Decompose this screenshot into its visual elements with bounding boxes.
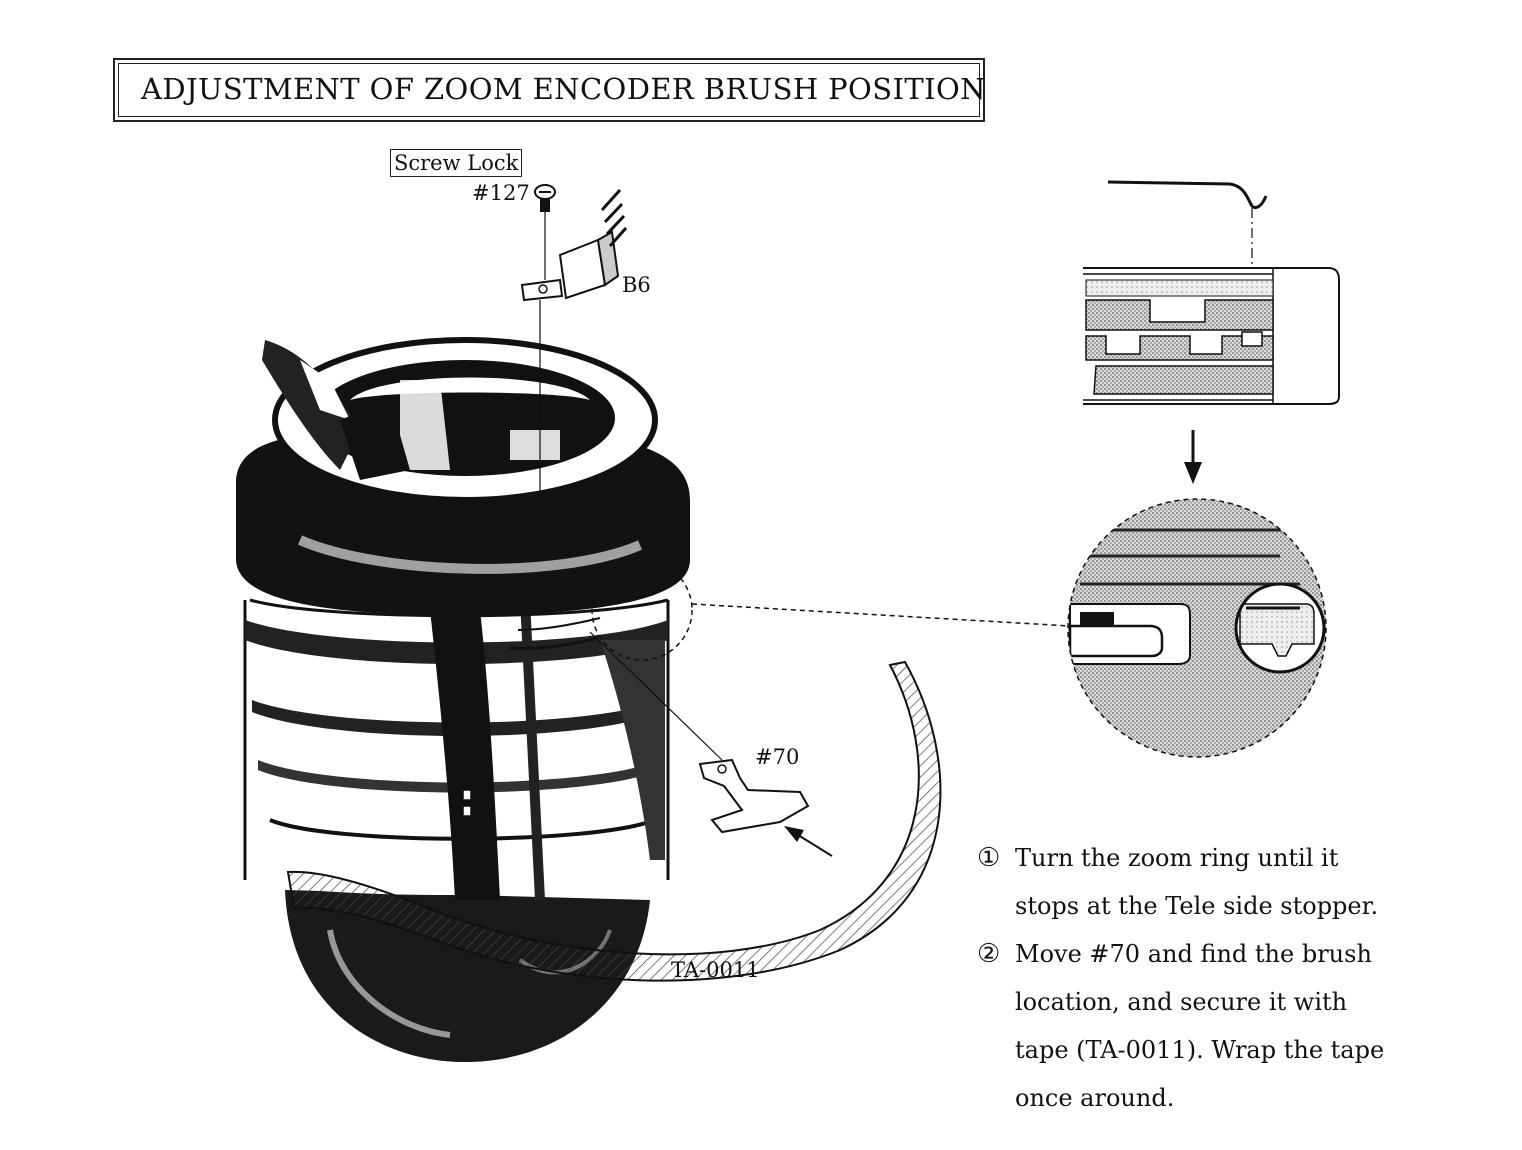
step-1-line-1: Turn the zoom ring until it bbox=[1015, 844, 1339, 872]
title-frame: ADJUSTMENT OF ZOOM ENCODER BRUSH POSITIO… bbox=[113, 58, 986, 122]
instructions: ① Turn the zoom ring until it stops at th… bbox=[977, 834, 1384, 1122]
part-b6-label: B6 bbox=[622, 273, 651, 297]
screw-127 bbox=[534, 184, 556, 280]
part-70-label: #70 bbox=[755, 745, 800, 769]
tape-ta-0011 bbox=[286, 660, 942, 982]
instruction-step-1: ① Turn the zoom ring until it stops at th… bbox=[977, 834, 1384, 930]
step-1-line-2: stops at the Tele side stopper. bbox=[1015, 892, 1379, 920]
instruction-step-2: ② Move #70 and find the brush location, a… bbox=[977, 930, 1384, 1122]
screw-lock-label: Screw Lock bbox=[390, 149, 523, 177]
part-70 bbox=[589, 631, 833, 857]
page-title: ADJUSTMENT OF ZOOM ENCODER BRUSH POSITIO… bbox=[141, 72, 986, 106]
step-1-marker: ① bbox=[977, 843, 1001, 873]
part-127-label: #127 bbox=[472, 181, 530, 205]
step-2-marker: ② bbox=[977, 939, 1001, 969]
detail-callout-lines bbox=[591, 559, 1071, 661]
down-arrow bbox=[1184, 430, 1202, 484]
step-2-line-3: tape (TA-0011). Wrap the tape bbox=[1015, 1036, 1385, 1064]
step-2-line-4: once around. bbox=[1015, 1084, 1175, 1112]
title-inner-frame bbox=[118, 63, 980, 117]
lens-barrel bbox=[236, 337, 690, 1063]
tape-label: TA-0011 bbox=[671, 958, 760, 982]
encoder-strip bbox=[1083, 267, 1340, 405]
brush-b6 bbox=[520, 188, 628, 500]
step-2-line-2: location, and secure it with bbox=[1015, 988, 1348, 1016]
step-2-line-1: Move #70 and find the brush bbox=[1015, 940, 1372, 968]
magnified-view bbox=[1067, 498, 1327, 758]
